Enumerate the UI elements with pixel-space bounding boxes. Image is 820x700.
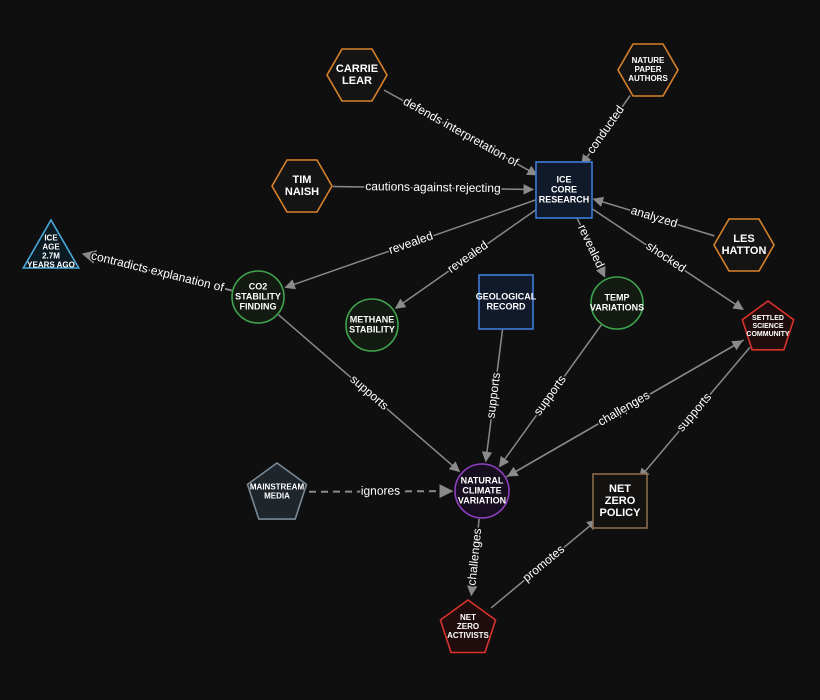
node-label-line: YEARS AGO [27,261,75,270]
node-label-line: STABILITY [349,324,395,334]
node-label-line: HATTON [722,245,767,257]
node-label-line: POLICY [600,507,642,519]
node-label-line: VARIATIONS [590,302,644,312]
node-label-line: SCIENCE [752,323,783,330]
node-shape-hexagon [271,159,333,213]
node-label-line: 2.7M [42,252,60,261]
edge-net-zero-activists-to-net-zero-policy [490,519,598,609]
edge-natural-climate-variation-to-net-zero-activists [467,518,480,597]
node-label-line: ZERO [457,622,479,631]
edge-label-mainstream-media-to-natural-climate-variation: ignores [361,484,400,498]
node-shape-pentagon [439,599,497,654]
node-label-line: LEAR [342,75,372,87]
node-shape-hexagon [326,48,388,102]
node-label-line: ICE [44,234,58,243]
edge-label-tim-naish-to-ice-core-research: cautions against rejecting [365,179,501,195]
nodes-layer: CARRIELEARNATUREPAPERAUTHORSTIMNAISHICEC… [21,43,795,654]
node-shape-pentagon [741,300,795,351]
node-shape-square [592,473,648,529]
edge-settled-science-community-to-net-zero-policy [638,346,751,479]
edge-carrie-lear-to-ice-core-research [383,89,538,176]
edge-nature-paper-authors-to-ice-core-research [581,94,631,166]
node-label-line: NET [609,483,631,495]
node-label-line: CO2 [249,281,268,291]
edge-ice-core-research-to-settled-science-community [587,205,744,311]
node-label-line: ZERO [605,495,636,507]
node-label-line: NAISH [285,186,319,198]
edge-les-hatton-to-ice-core-research [592,196,715,237]
edge-ice-core-research-to-methane-stability [394,206,541,309]
edge-ice-core-research-to-co2-stability-finding [284,198,537,290]
edge-ice-core-research-to-temp-variations [575,215,606,278]
edge-natural-climate-variation-to-settled-science-community [505,340,743,478]
node-shape-circle [345,298,399,352]
node-shape-circle [590,276,644,330]
node-label-line: SETTLED [752,315,784,322]
node-shape-circle [231,270,285,324]
edge-geological-record-to-natural-climate-variation [481,329,504,463]
node-label-line: ICE [556,174,571,184]
node-label-line: MAINSTREAM [250,483,305,492]
edge-co2-stability-finding-to-natural-climate-variation [277,314,461,473]
node-label-line: TIM [293,174,312,186]
node-label-line: RECORD [486,301,526,311]
node-label-line: METHANE [350,314,395,324]
node-shape-square [478,274,534,330]
node-label-line: CARRIE [336,63,378,75]
edges-layer [81,89,751,609]
node-label-line: ACTIVISTS [447,631,489,640]
node-shape-circle [454,463,510,519]
node-label-line: RESEARCH [539,194,590,204]
node-label-line: NATURAL [461,475,504,485]
node-label-line: LES [733,233,754,245]
edge-co2-stability-finding-to-ice-age [81,250,233,292]
node-label-line: FINDING [240,301,277,311]
node-shape-hexagon [617,43,679,97]
node-label-line: CORE [551,184,577,194]
node-label-line: VARIATION [458,495,506,505]
node-label-line: MEDIA [264,492,290,501]
edge-tim-naish-to-ice-core-research [332,184,535,195]
node-shape-triangle [21,218,81,269]
edge-temp-variations-to-natural-climate-variation [498,324,602,468]
node-label-line: AGE [42,243,60,252]
node-shape-hexagon [713,218,775,272]
node-label-line: COMMUNITY [746,331,789,338]
node-label-line: STABILITY [235,291,281,301]
node-shape-pentagon [246,462,308,520]
node-label-line: CLIMATE [462,485,501,495]
node-label-line: TEMP [604,292,629,302]
node-shape-square [535,161,593,219]
node-label-line: GEOLOGICAL [476,291,537,301]
node-label-line: PAPER [635,65,662,74]
node-label-line: NATURE [632,56,665,65]
node-label-line: AUTHORS [628,74,668,83]
node-label-line: NET [460,613,476,622]
